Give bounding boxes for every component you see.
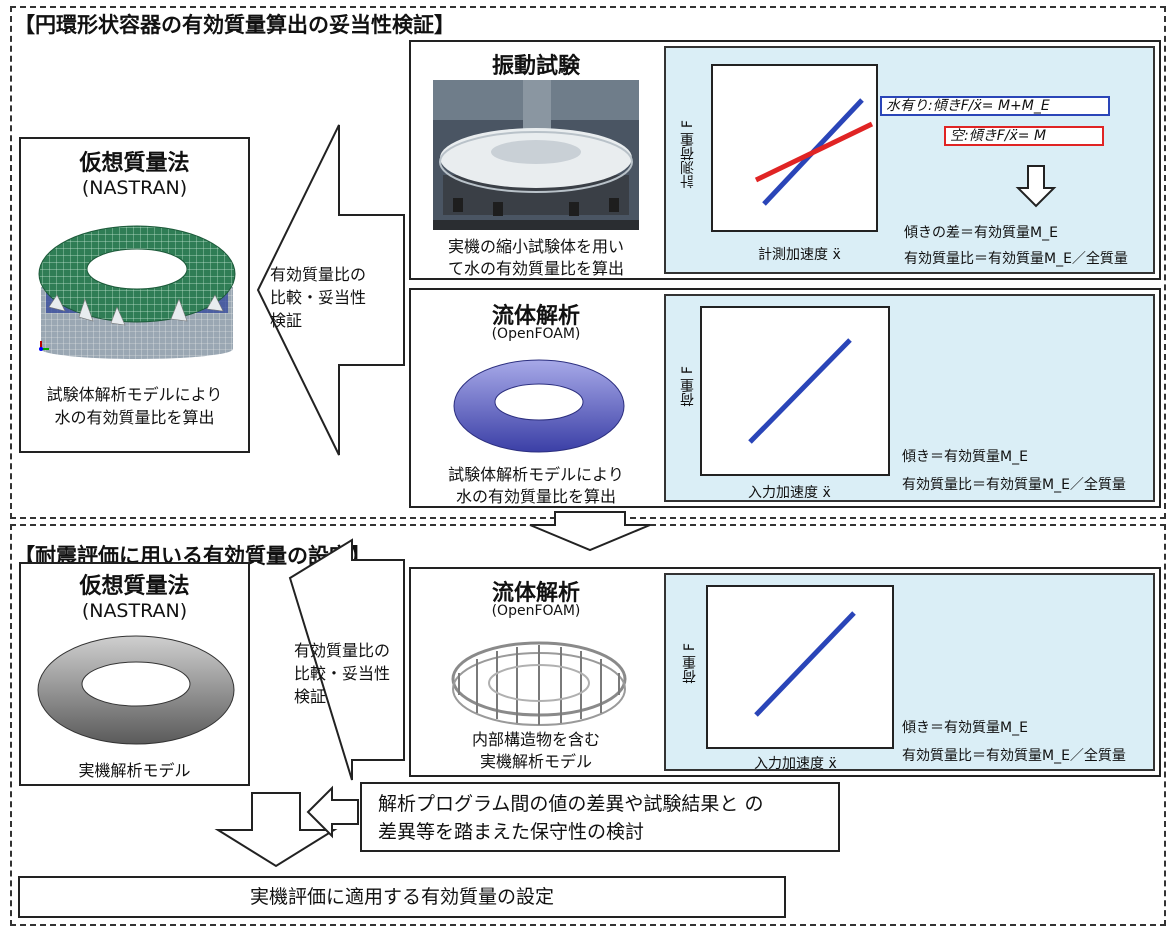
fluid-analysis-box-1: 流体解析 (OpenFOAM) 試験体解析モデルにより 水の有効質量比を算出 荷…: [409, 288, 1161, 508]
fluid-note-1a: 傾き＝有効質量M_E: [902, 449, 1028, 465]
vibration-x-axis-label: 計測加速度 ẍ: [758, 247, 841, 263]
vibration-note-2: 有効質量比＝有効質量M_E／全質量: [904, 251, 1128, 267]
vibration-caption-1: 実機の縮小試験体を用い: [447, 237, 624, 256]
arrow2-text-3: 検証: [294, 687, 327, 706]
fluid-caption-2a: 内部構造物を含む: [471, 730, 600, 749]
virtual-mass-caption-2: 水の有効質量比を算出: [54, 408, 215, 427]
fluid-line-1: [748, 338, 852, 444]
fluid-note-1b: 有効質量比＝有効質量M_E／全質量: [902, 477, 1126, 493]
virtual-mass-subtitle-2: (NASTRAN): [81, 600, 188, 622]
conservatism-review-box: 解析プログラム間の値の差異や試験結果と の 差異等を踏まえた保守性の検討: [360, 782, 840, 852]
arrow1-text-2: 比較・妥当性: [270, 288, 367, 307]
final-setting-box: 実機評価に適用する有効質量の設定: [18, 876, 786, 918]
virtual-mass-title-2: 仮想質量法: [79, 574, 190, 599]
virtual-mass-box-1: 仮想質量法 (NASTRAN) 試験体解析モデルによ: [19, 137, 250, 453]
fluid-plot-area-1: [700, 306, 890, 476]
review-line-2: 差異等を踏まえた保守性の検討: [378, 821, 645, 843]
vibration-plot-area: [711, 64, 878, 232]
vibration-note-1: 傾きの差＝有効質量M_E: [904, 225, 1058, 241]
vibration-test-photo: [433, 80, 639, 230]
fluid-line-2: [754, 611, 856, 717]
real-machine-torus-image: [37, 635, 235, 745]
virtual-mass-title: 仮想質量法: [79, 151, 190, 176]
fluid-chart-panel-1: 荷重 F 入力加速度 ẍ 傾き＝有効質量M_E 有効質量比＝有効質量M_E／全質…: [664, 294, 1155, 502]
arrow2-text-2: 比較・妥当性: [294, 664, 391, 683]
arrow2-text-1: 有効質量比の: [294, 641, 391, 660]
internal-structure-model-image: [451, 641, 627, 726]
arrow1-text-3: 検証: [270, 311, 303, 330]
legend-empty: 空:傾きF/ẍ= M: [944, 126, 1104, 146]
nastran-mesh-model-image: [38, 225, 236, 359]
virtual-mass-subtitle: (NASTRAN): [81, 177, 188, 199]
vibration-test-title: 振動試験: [491, 54, 580, 79]
final-setting-text: 実機評価に適用する有効質量の設定: [249, 886, 554, 908]
fluid-note-2a: 傾き＝有効質量M_E: [902, 720, 1028, 736]
fluid-subtitle-1: (OpenFOAM): [491, 326, 581, 342]
fluid-plot-area-2: [706, 585, 894, 749]
section1-title: 【円環形状容器の有効質量算出の妥当性検証】: [14, 13, 455, 37]
fluid-x-axis-label-1: 入力加速度 ẍ: [748, 485, 831, 501]
arrow1-text-1: 有効質量比の: [270, 265, 367, 284]
virtual-mass-box-2: 仮想質量法 (NASTRAN) 実機解析モデル: [19, 562, 250, 786]
openfoam-torus-image: [453, 359, 625, 453]
vibration-test-box: 振動試験 実機の縮小試験体を用い て水の有効質量比を算出 計測荷重 F 計測加速…: [409, 40, 1161, 280]
fluid-caption-1a: 試験体解析モデルにより: [448, 465, 624, 484]
real-machine-caption: 実機解析モデル: [78, 761, 191, 780]
vibration-chart-panel: 計測荷重 F 計測加速度 ẍ 水有り:傾きF/ẍ= M+M_E 空:傾きF/ẍ=…: [664, 46, 1155, 274]
down-arrow-icon: [1015, 165, 1057, 208]
fluid-subtitle-2: (OpenFOAM): [491, 603, 581, 619]
fluid-title-1: 流体解析: [491, 304, 580, 329]
legend-water: 水有り:傾きF/ẍ= M+M_E: [880, 96, 1110, 116]
virtual-mass-caption-1: 試験体解析モデルにより: [46, 385, 223, 404]
fluid-x-axis-label-2: 入力加速度 ẍ: [754, 756, 837, 772]
fluid-title-2: 流体解析: [491, 581, 580, 606]
fluid-caption-1b: 水の有効質量比を算出: [455, 487, 616, 506]
empty-slope-line: [754, 121, 874, 183]
vibration-lines: [754, 98, 1057, 208]
fluid-chart-panel-2: 荷重 F 入力加速度 ẍ 傾き＝有効質量M_E 有効質量比＝有効質量M_E／全質…: [664, 573, 1155, 772]
fluid-note-2b: 有効質量比＝有効質量M_E／全質量: [902, 748, 1126, 764]
fluid-analysis-box-2: 流体解析 (OpenFOAM) 内部構造物を含む 実機解析モデル 荷重 F 入力…: [409, 567, 1161, 777]
vibration-caption-2: て水の有効質量比を算出: [447, 259, 624, 278]
fluid-caption-2b: 実機解析モデル: [479, 752, 592, 771]
review-line-1: 解析プログラム間の値の差異や試験結果と の: [378, 793, 764, 815]
